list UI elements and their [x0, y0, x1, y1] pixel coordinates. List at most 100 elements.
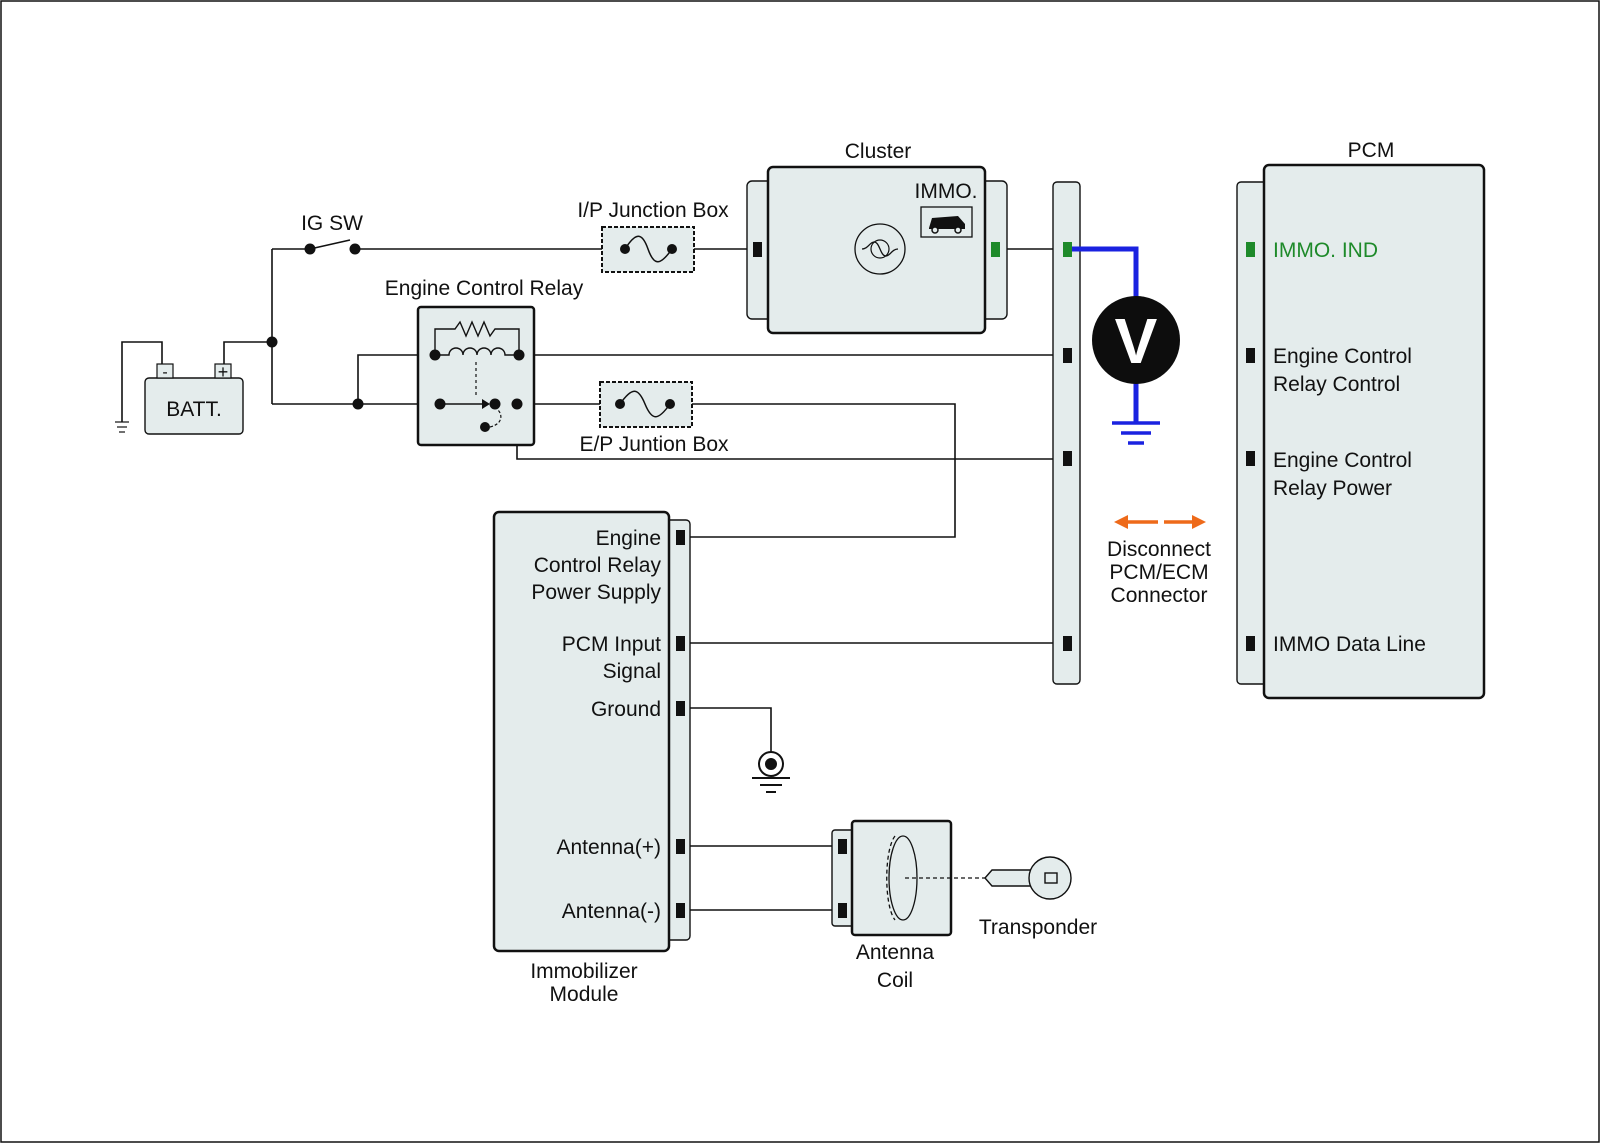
antenna-coil-pin-minus	[838, 903, 847, 918]
immobilizer-pin-ecr-supply	[676, 530, 685, 545]
transponder-label: Transponder	[979, 916, 1097, 939]
harness-pin-ecr-control	[1063, 348, 1072, 363]
relay-switch-arrow	[482, 399, 490, 409]
immobilizer-pin-pcm-input	[676, 636, 685, 651]
ep-junction-fuse	[599, 381, 693, 428]
immobilizer-pin-ecr-supply-label-1: Engine	[596, 527, 661, 550]
pcm-pin-immo-data	[1246, 636, 1255, 651]
harness-pin-ecr-power	[1063, 451, 1072, 466]
pcm-pin-ecr-power-label-1: Engine Control	[1273, 449, 1412, 472]
lamp-icon	[854, 223, 906, 275]
pcm-pin-immo-data-label: IMMO Data Line	[1273, 633, 1426, 656]
pcm-pin-ecr-power-label-2: Relay Power	[1273, 477, 1392, 500]
battery-negative-terminal	[156, 363, 174, 379]
pcm-pin-ecr-control	[1246, 348, 1255, 363]
ig-sw-label: IG SW	[301, 212, 363, 235]
battery-minus-label: -	[162, 364, 167, 381]
relay-coil-terminal-right	[513, 349, 525, 361]
bus-node-relay	[352, 398, 364, 410]
voltmeter-icon	[1092, 296, 1180, 384]
antenna-coil	[831, 819, 953, 937]
immobilizer-pin-ground	[676, 701, 685, 716]
battery-positive-terminal	[214, 363, 232, 379]
antenna-coil-pin-plus	[838, 839, 847, 854]
key-icon	[984, 856, 1072, 900]
disconnect-arrows-icon	[1114, 515, 1206, 529]
relay-output-node	[511, 398, 523, 410]
immobilizer-pin-pcm-input-label-1: PCM Input	[562, 633, 661, 656]
immobilizer-pin-ground-label: Ground	[591, 698, 661, 721]
immobilizer-body	[492, 510, 671, 953]
immobilizer-pin-antenna-plus	[676, 839, 685, 854]
cluster-label: Cluster	[845, 140, 912, 163]
disconnect-label-line1: Disconnect	[1107, 538, 1211, 561]
voltmeter-probe: V	[1072, 246, 1180, 445]
relay-switch-common	[434, 398, 446, 410]
engine-control-relay	[416, 305, 536, 447]
pcm-harness-connector	[1052, 181, 1081, 685]
ig-sw-blade	[309, 239, 351, 250]
engine-control-relay-label: Engine Control Relay	[385, 277, 584, 300]
battery-plus-label: +	[218, 362, 229, 382]
ip-junction-fuse	[601, 226, 695, 273]
antenna-coil-label-line2: Coil	[877, 969, 913, 992]
immobilizer-pin-ecr-supply-label-2: Control Relay	[534, 554, 662, 577]
cluster-pin-immo	[991, 242, 1000, 257]
disconnect-label-line2: PCM/ECM	[1109, 561, 1208, 584]
bus-to-relay-coil	[357, 354, 435, 404]
ip-junction-box-label: I/P Junction Box	[577, 199, 729, 222]
pcm-pin-ecr-control-label-1: Engine Control	[1273, 345, 1412, 368]
fuse-icon	[624, 235, 673, 263]
immobilizer-label-line2: Module	[550, 983, 619, 1006]
fuse-icon	[619, 390, 671, 418]
ep-junction-box-label: E/P Juntion Box	[579, 433, 729, 456]
pcm-pin-immo-ind	[1246, 242, 1255, 257]
immobilizer-pin-pcm-input-label-2: Signal	[603, 660, 661, 683]
immobilizer-label-line1: Immobilizer	[530, 960, 637, 983]
pcm-pin-immo-ind-label: IMMO. IND	[1273, 239, 1378, 262]
battery: - + BATT.	[144, 362, 244, 435]
immobilizer-pin-antenna-minus	[676, 903, 685, 918]
antenna-coil-icon	[886, 835, 918, 921]
relay-coil-terminal-left	[429, 349, 441, 361]
immobilizer-pin-antenna-plus-label: Antenna(+)	[557, 836, 662, 859]
probe-wire-positive	[1072, 246, 1139, 297]
car-icon	[929, 216, 965, 234]
disconnect-label-line3: Connector	[1111, 584, 1208, 607]
pcm-pin-ecr-power	[1246, 451, 1255, 466]
cluster: IMMO.	[746, 165, 1008, 335]
battery-body	[144, 377, 244, 435]
pcm-body	[1262, 163, 1486, 700]
relay-switch-no	[489, 398, 501, 410]
chassis-ground-icon	[752, 751, 790, 793]
harness-pin-immo-data	[1063, 636, 1072, 651]
pcm-pin-ecr-control-label-2: Relay Control	[1273, 373, 1400, 396]
battery-label: BATT.	[166, 398, 222, 421]
immobilizer-module: Engine Control Relay Power Supply PCM In…	[492, 510, 691, 953]
pcm: IMMO. IND Engine Control Relay Control E…	[1236, 163, 1486, 700]
immobilizer-pin-ecr-supply-label-3: Power Supply	[531, 581, 661, 604]
immobilizer-pin-antenna-minus-label: Antenna(-)	[562, 900, 661, 923]
immobilizer-ground-wire	[688, 707, 772, 752]
harness-pin-immo-ind	[1063, 242, 1072, 257]
ep-junction-to-immobilizer	[688, 403, 956, 538]
battery-positive-wire	[223, 341, 272, 366]
relay-coil-icon	[435, 347, 519, 356]
relay-switch-travel	[489, 408, 502, 428]
relay-resistor-icon	[434, 320, 520, 355]
bus-node-battery	[266, 336, 278, 348]
ig-sw-contact-left	[304, 243, 316, 255]
antenna-coil-label-line1: Antenna	[856, 941, 935, 964]
pcm-label: PCM	[1348, 139, 1395, 162]
battery-ground-wire	[121, 341, 163, 422]
immo-label: IMMO.	[915, 180, 978, 203]
battery-ground-icon	[115, 421, 129, 433]
relay-switch-nc	[480, 422, 490, 432]
ig-sw-contact-right	[349, 243, 361, 255]
cluster-pin-in	[753, 242, 762, 257]
voltmeter-label: V	[1115, 305, 1158, 377]
ground-icon	[1112, 421, 1160, 445]
